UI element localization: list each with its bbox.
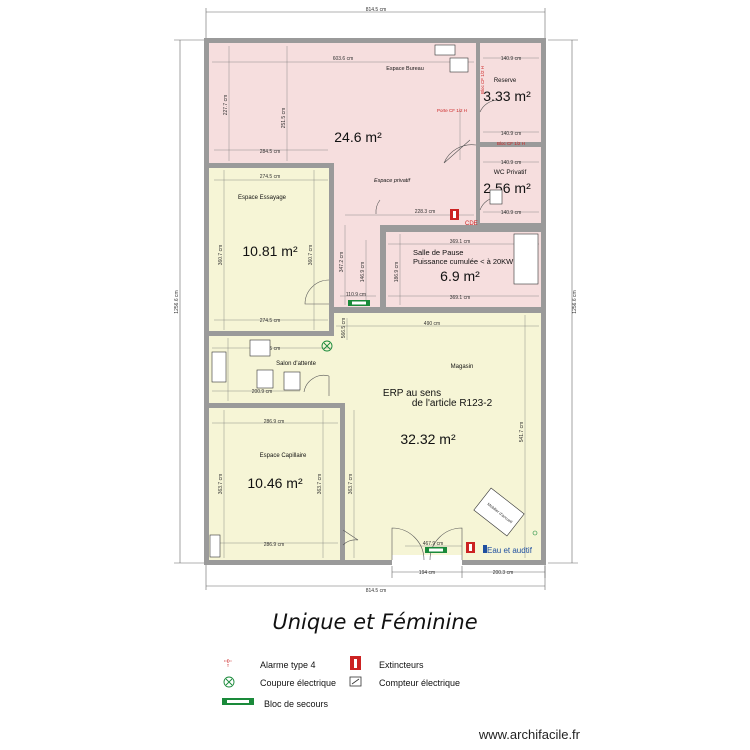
dim-corridor-small: 110.9 cm xyxy=(346,292,366,298)
dim-capillaire-h2: 363.7 cm xyxy=(348,474,354,495)
dim-attente-bot: 200.9 cm xyxy=(252,389,273,395)
legend-compteur: Compteur électrique xyxy=(379,678,461,688)
interior-walls xyxy=(209,43,541,560)
wc-floor xyxy=(480,147,541,223)
dim-right: 1256.6 cm xyxy=(572,290,578,313)
porte-cf-label: Porte CF 1/2 H xyxy=(437,108,467,113)
dim-capillaire-bot: 286.9 cm xyxy=(264,542,285,548)
dim-corridor-h: 347.2 cm xyxy=(339,252,345,273)
dim-magasin-w: 490 cm xyxy=(424,321,440,327)
legend-extincteurs: Extincteurs xyxy=(379,660,424,670)
dim-wc-bot: 140.9 cm xyxy=(501,210,522,216)
bureau-floor xyxy=(209,43,476,163)
pause-note: Puissance cumulée < à 20KW xyxy=(413,257,514,266)
capillaire-area: 10.46 m² xyxy=(247,475,303,491)
dim-pause-top: 369.1 cm xyxy=(450,239,471,245)
dim-bureau-h2: 251.5 cm xyxy=(281,108,287,129)
eau-label: Eau et audtif xyxy=(487,546,533,555)
dim-bottom: 814.5 cm xyxy=(366,588,387,594)
dim-magasin-left: 566.5 cm xyxy=(341,318,347,339)
wc-name: WC Privatif xyxy=(494,169,527,176)
coupure-legend-icon xyxy=(223,676,235,688)
dim-reserve-top: 140.9 cm xyxy=(501,56,522,62)
dim-essayage-top: 274.5 cm xyxy=(260,174,281,180)
capillaire-floor xyxy=(209,408,340,560)
bloc-cf-label-2: Bloc CF 1/2 H xyxy=(480,66,485,94)
dim-essayage-h: 360.7 cm xyxy=(218,245,224,266)
bureau-sub: Espace privatif xyxy=(374,178,411,184)
reserve-area: 3.33 m² xyxy=(483,88,531,104)
dim-magasin-h: 541.7 cm xyxy=(519,422,525,443)
magasin-erp-1: ERP au sens xyxy=(383,388,441,399)
eau-icon xyxy=(483,545,487,553)
extincteur-icon xyxy=(450,209,459,220)
bureau-area: 24.6 m² xyxy=(334,129,382,145)
dim-pause-h: 186.9 cm xyxy=(394,262,400,283)
bloc-cf-label-1: Bloc CF 1/2 H xyxy=(497,141,525,146)
dim-corridor-w: 228.3 cm xyxy=(415,209,436,215)
legend-coupure: Coupure électrique xyxy=(260,678,337,688)
dim-capillaire-h-right: 363.7 cm xyxy=(317,474,323,495)
furniture xyxy=(209,44,539,558)
reception-desk: Mobilier d'accueil xyxy=(473,487,525,537)
legend-bloc: Bloc de secours xyxy=(264,699,329,709)
dim-reserve-bot: 140.9 cm xyxy=(501,131,522,137)
legend-alarme: Alarme type 4 xyxy=(260,660,316,670)
extincteur-icon-2 xyxy=(466,542,475,553)
attente-name: Salon d'attente xyxy=(276,361,317,367)
dim-door-main: 467.9 cm xyxy=(423,541,444,547)
interior-dimension-lines xyxy=(212,46,539,558)
dim-pause-bot: 369.1 cm xyxy=(450,295,471,301)
essayage-name: Espace Essayage xyxy=(238,195,287,201)
outer-dimension-lines xyxy=(174,8,578,590)
reserve-name: Reserve xyxy=(494,78,517,84)
dim-essayage-bot: 274.5 cm xyxy=(260,318,281,324)
alarme-icon xyxy=(532,530,538,536)
bloc-legend-icon xyxy=(222,698,254,705)
dim-wc-top: 140.9 cm xyxy=(501,160,522,166)
dim-capillaire-top: 286.9 cm xyxy=(264,419,285,425)
door-swings xyxy=(292,99,499,565)
magasin-erp-2: de l'article R123-2 xyxy=(412,398,493,409)
reserve-floor xyxy=(480,43,541,142)
capillaire-name: Espace Capillaire xyxy=(260,453,307,459)
dim-top: 814.5 cm xyxy=(366,7,387,13)
dim-corridor-h2: 146.9 cm xyxy=(360,262,366,283)
extincteur-legend-icon xyxy=(350,656,361,670)
bloc-secours-icon xyxy=(348,300,370,306)
watermark: www.archifacile.fr xyxy=(478,727,580,742)
bureau-name: Espace Bureau xyxy=(386,66,424,72)
alarme-legend-icon xyxy=(224,659,232,667)
dim-essayage-h-right: 360.7 cm xyxy=(308,245,314,266)
attente-floor xyxy=(209,336,334,403)
cde-label: CDE xyxy=(465,221,478,227)
dim-bureau-mid: 284.5 cm xyxy=(260,149,281,155)
plan-title: Unique et Féminine xyxy=(272,610,478,634)
magasin-name: Magasin xyxy=(451,364,474,370)
coupure-electrique-icon xyxy=(321,340,333,352)
pause-area: 6.9 m² xyxy=(440,268,480,284)
dim-left: 1256.6 cm xyxy=(174,290,180,313)
dim-door1: 194 cm xyxy=(419,570,435,576)
essayage-area: 10.81 m² xyxy=(242,243,298,259)
dim-capillaire-h: 363.7 cm xyxy=(218,474,224,495)
dim-door2: 200.3 cm xyxy=(493,570,514,576)
bloc-secours-icon-2 xyxy=(425,547,447,553)
magasin-area: 32.32 m² xyxy=(400,431,456,447)
compteur-legend-icon xyxy=(349,676,362,687)
dim-bureau-h: 227.7 cm xyxy=(223,95,229,116)
dim-bureau-w: 603.6 cm xyxy=(333,56,354,62)
pause-name: Salle de Pause xyxy=(413,248,463,257)
